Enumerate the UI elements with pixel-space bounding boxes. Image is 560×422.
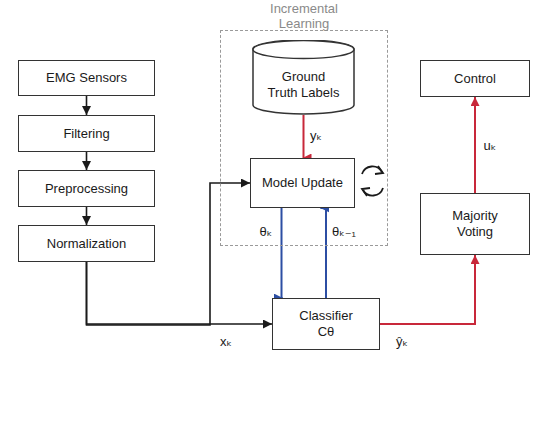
process-box: Model Update — [250, 158, 355, 208]
cylinder-body — [253, 40, 354, 114]
database-cylinder: Ground Truth Labels — [252, 40, 355, 115]
group-heading: Incremental Learning — [254, 2, 354, 32]
signal-label: θₖ₋₁ — [330, 225, 358, 239]
flow-arrow — [87, 262, 273, 324]
signal-label: ŷₖ — [394, 335, 410, 349]
node-label: Normalization — [47, 236, 126, 252]
node-label: Majority Voting — [439, 208, 511, 239]
cycle-arc — [362, 166, 382, 174]
process-box: Preprocessing — [18, 170, 155, 207]
flow-arrow — [380, 255, 475, 324]
flow-arrow — [86, 96, 88, 115]
flow-arrow — [86, 207, 88, 225]
process-box: Control — [420, 60, 530, 97]
process-box: Majority Voting — [420, 193, 530, 255]
classifier-box: Classifier Cθ — [272, 298, 380, 350]
node-label: Control — [454, 71, 496, 87]
signal-label: θₖ — [258, 225, 275, 239]
update-cycle-icon — [362, 166, 383, 196]
node-label: Classifier Cθ — [291, 308, 361, 339]
process-box: Filtering — [18, 115, 155, 152]
node-label: Model Update — [262, 175, 343, 191]
flow-arrow — [303, 115, 304, 158]
signal-label: yₖ — [308, 129, 324, 143]
learning-group: Incremental LearningGround Truth LabelsM… — [220, 2, 388, 246]
node-label: Preprocessing — [45, 181, 128, 197]
flow-arrow — [320, 208, 326, 298]
node-label: Ground Truth Labels — [268, 69, 340, 100]
flow-arrow — [86, 152, 88, 170]
process-box: Normalization — [18, 225, 155, 262]
cycle-head — [362, 188, 370, 196]
cycle-arc — [363, 188, 383, 196]
cylinder-top — [253, 41, 354, 59]
cycle-head — [375, 166, 383, 174]
flow-arrow — [474, 97, 476, 193]
flow-arrow — [282, 208, 283, 298]
process-box: EMG Sensors — [18, 60, 155, 96]
signal-label: xₖ — [218, 335, 234, 349]
node-label: Filtering — [63, 126, 109, 142]
signal-label: uₖ — [482, 139, 499, 153]
node-label: EMG Sensors — [46, 70, 127, 86]
